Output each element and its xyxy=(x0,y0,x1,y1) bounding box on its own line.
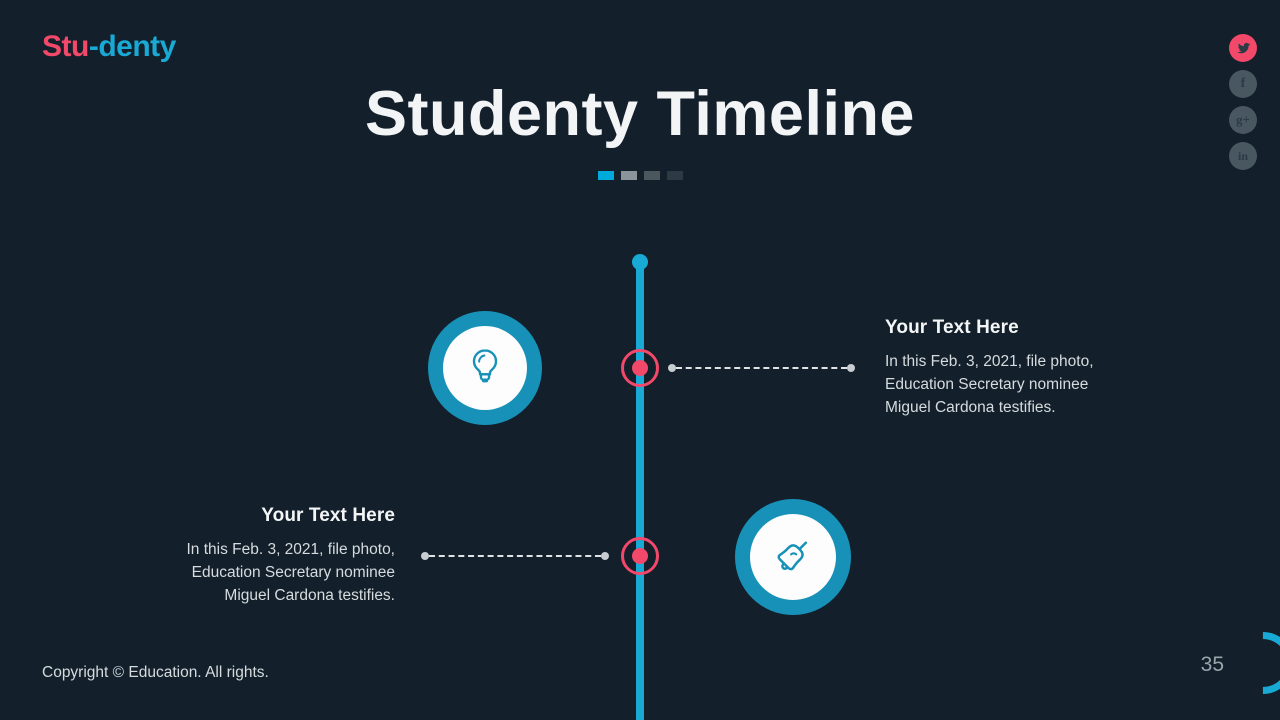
google-plus-icon: g+ xyxy=(1236,112,1250,127)
timeline-connector-2 xyxy=(421,551,609,561)
social-link-facebook[interactable]: f xyxy=(1229,70,1257,98)
timeline-entry-1-heading: Your Text Here xyxy=(885,317,1019,338)
brand-logo-part1: Stu xyxy=(42,30,89,63)
handbell-icon xyxy=(770,532,816,583)
indicator-dash-2[interactable] xyxy=(620,171,637,180)
crescent-decoration xyxy=(1219,619,1280,707)
timeline-entry-2-text: Your Text Here In this Feb. 3, 2021, fil… xyxy=(150,505,395,607)
connector-dot-end xyxy=(601,552,609,560)
connector-dot-start xyxy=(421,552,429,560)
social-link-twitter[interactable] xyxy=(1229,34,1257,62)
timeline-icon-handbell[interactable] xyxy=(735,499,851,615)
timeline-entry-1-body: In this Feb. 3, 2021, file photo, Educat… xyxy=(885,353,1094,416)
timeline-spine xyxy=(636,262,644,720)
indicator-dash-1[interactable] xyxy=(597,171,614,180)
timeline-entry-2-heading: Your Text Here xyxy=(261,505,395,526)
linkedin-icon: in xyxy=(1237,148,1248,163)
timeline-connector-1 xyxy=(668,363,855,373)
indicator-dash-4[interactable] xyxy=(666,171,683,180)
page-title: Studenty Timeline xyxy=(365,79,915,149)
connector-dashed-line xyxy=(429,555,601,557)
twitter-icon xyxy=(1236,41,1251,56)
facebook-icon: f xyxy=(1240,76,1246,91)
slide-indicator-dashes xyxy=(0,171,1280,180)
connector-dot-end xyxy=(847,364,855,372)
brand-logo[interactable]: Stu-denty xyxy=(42,30,176,64)
timeline-entry-1-text: Your Text Here In this Feb. 3, 2021, fil… xyxy=(885,317,1135,419)
timeline-node-2[interactable] xyxy=(621,537,659,575)
timeline-icon-lightbulb[interactable] xyxy=(428,311,542,425)
connector-dot-start xyxy=(668,364,676,372)
lightbulb-icon xyxy=(463,344,507,393)
indicator-dash-3[interactable] xyxy=(643,171,660,180)
social-links: f g+ in xyxy=(1229,34,1257,170)
copyright-text: Copyright © Education. All rights. xyxy=(42,664,269,681)
connector-dashed-line xyxy=(676,367,847,369)
social-link-linkedin[interactable]: in xyxy=(1229,142,1257,170)
brand-logo-part2: -denty xyxy=(88,30,177,63)
page-number: 35 xyxy=(1200,653,1224,676)
social-link-google-plus[interactable]: g+ xyxy=(1229,106,1257,134)
timeline-entry-2-body: In this Feb. 3, 2021, file photo, Educat… xyxy=(186,541,395,604)
timeline-node-1[interactable] xyxy=(621,349,659,387)
